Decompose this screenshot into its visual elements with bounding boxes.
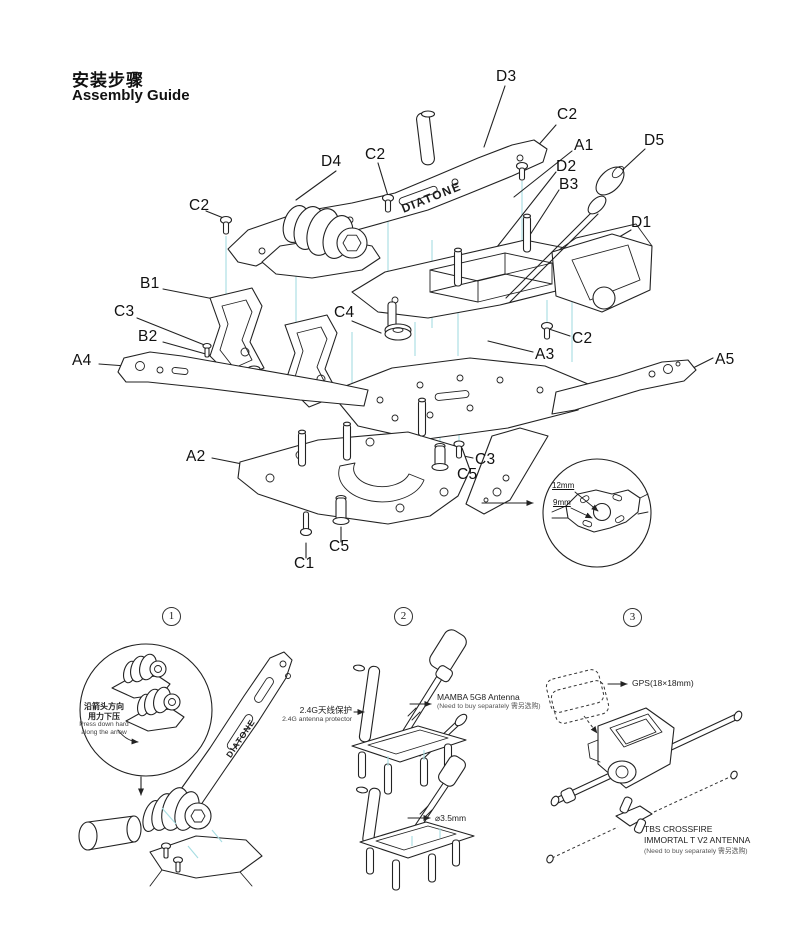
screw-c1: [299, 511, 313, 537]
gps-label: GPS(18×18mm): [632, 678, 694, 688]
antenna-protector-en: 2.4G antenna protector: [282, 716, 352, 723]
press-down-en-2: along the arrow: [81, 728, 127, 736]
section1-art: DIATONE: [78, 643, 293, 887]
section2-number: 2: [394, 607, 413, 626]
part-label-c4: C4: [334, 304, 355, 321]
standoff-c5-right: [431, 442, 449, 472]
screw-c2-mid: [381, 193, 395, 213]
side-bracket-b1: [202, 287, 265, 381]
tbs-antenna-note: (Need to buy separately 需另选购): [644, 848, 748, 856]
detail-circle-motor-mount: [542, 458, 652, 568]
part-label-c3-1: C3: [114, 303, 135, 320]
arm-a4-left: [117, 351, 369, 407]
antenna-post: [416, 110, 436, 166]
fpv-camera-housing-d1: [551, 223, 653, 313]
tbs-antenna-line2: IMMORTAL T V2 ANTENNA: [644, 834, 751, 845]
dimension-9mm: 9mm: [553, 498, 571, 507]
mamba-antenna-label: MAMBA 5G8 Antenna (Need to buy separatel…: [437, 692, 541, 711]
screw-c2-top-right: [515, 161, 529, 181]
page-title-cn: 安装步骤: [72, 71, 144, 90]
standoff-c5-left: [332, 494, 350, 526]
washer-c4: [384, 301, 412, 341]
tbs-antenna-label: TBS CROSSFIRE IMMORTAL T V2 ANTENNA (Nee…: [644, 824, 750, 857]
tbs-antenna-line1: TBS CROSSFIRE: [644, 824, 713, 834]
press-down-en-1: Press down hard: [79, 721, 129, 729]
dimension-12mm: 12mm: [552, 481, 575, 490]
part-label-c2-2: C2: [365, 146, 386, 163]
section3-number: 3: [623, 608, 642, 627]
part-label-c2-3: C2: [189, 197, 210, 214]
part-label-c2-4: C2: [572, 330, 593, 347]
arm-lower-right: [465, 427, 549, 515]
part-label-d2: D2: [556, 158, 577, 175]
press-down-cn-1: 沿箭头方向: [84, 702, 124, 711]
arm-a5-right: [551, 359, 697, 415]
part-label-a4: A4: [72, 352, 92, 369]
standoff-posts-mid: [297, 397, 427, 467]
screw-c2-right: [540, 321, 554, 340]
press-down-cn-2: 用力下压: [88, 711, 120, 721]
bottom-plate-a2: [237, 431, 471, 525]
part-label-d1: D1: [631, 214, 652, 231]
screw-c2-left: [219, 215, 233, 235]
camera-mount-d4: [261, 205, 381, 279]
part-label-b2: B2: [138, 328, 158, 345]
part-label-a5: A5: [715, 351, 735, 368]
screw-c3-right: [453, 440, 465, 459]
antenna-protector-label: 2.4G天线保护 2.4G antenna protector: [270, 704, 352, 723]
antenna-tube-d5: [505, 165, 625, 303]
part-label-c2-1: C2: [557, 106, 578, 123]
part-label-d5: D5: [644, 132, 665, 149]
section3-art: [545, 669, 743, 864]
mamba-antenna-name: MAMBA 5G8 Antenna: [437, 692, 520, 702]
hole-diameter-label: ⌀3.5mm: [435, 813, 467, 823]
part-label-d3: D3: [496, 68, 517, 85]
press-down-callout: 沿箭头方向 用力下压 Press down hard along the arr…: [76, 702, 132, 736]
center-plate: [329, 357, 589, 441]
part-label-b1: B1: [140, 275, 160, 292]
part-label-c3-2: C3: [475, 451, 496, 468]
mamba-antenna-note: (Need to buy separately 需另选购): [437, 702, 541, 710]
part-label-d4: D4: [321, 153, 342, 170]
part-label-c5-1: C5: [457, 466, 478, 483]
part-label-a1: A1: [574, 137, 594, 154]
page-title-en: Assembly Guide: [72, 87, 190, 104]
part-label-a2: A2: [186, 448, 206, 465]
antenna-protector-cn: 2.4G天线保护: [299, 705, 352, 715]
part-label-c1: C1: [294, 555, 315, 572]
section1-number: 1: [162, 607, 181, 626]
part-label-c5-2: C5: [329, 538, 350, 555]
part-label-b3: B3: [559, 176, 579, 193]
part-label-a3: A3: [535, 346, 555, 363]
section2-art: [351, 629, 475, 891]
